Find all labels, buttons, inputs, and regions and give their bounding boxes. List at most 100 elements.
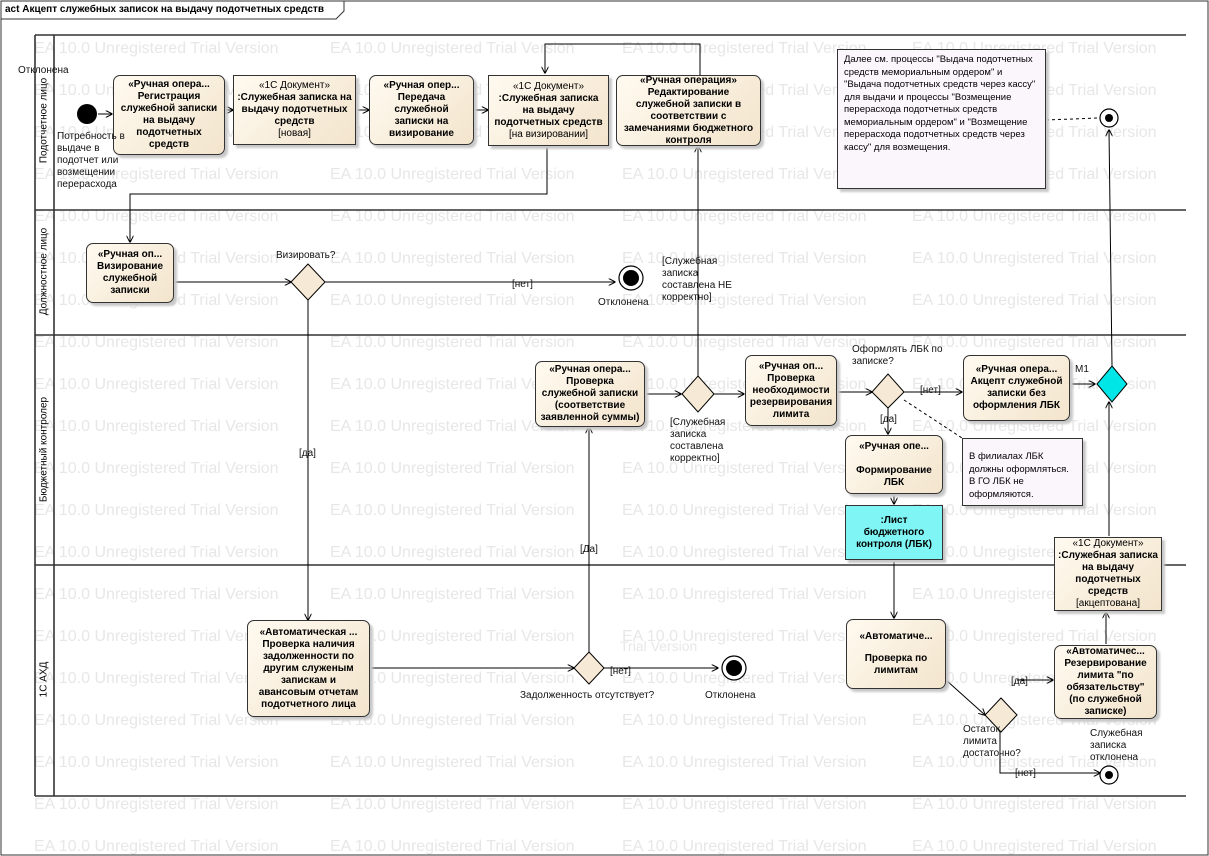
flow-merge-end (1109, 130, 1112, 367)
watermark-text: EA 10.0 Unregistered Trial Version (34, 40, 279, 57)
watermark-text: EA 10.0 Unregistered Trial Version (622, 670, 867, 687)
label-incorrect: [Служебная записка составлена НЕ коррект… (662, 256, 732, 303)
stereotype: «1С Документ» (1072, 538, 1144, 549)
watermark-text: EA 10.0 Unregistered Trial Version (330, 754, 575, 771)
watermark-text: EA 10.0 Unregistered Trial Version (912, 208, 1157, 225)
object-name: :Служебная записка на выдачу подотчетных… (494, 92, 603, 128)
object-doc-visa[interactable]: «1С Документ» :Служебная записка на выда… (488, 75, 609, 146)
frame-tab (1, 1, 345, 20)
decision-lbk (871, 373, 905, 409)
label-need: Потребность в выдаче в подотчет или возм… (57, 131, 125, 190)
watermark-text: EA 10.0 Unregistered Trial Version (912, 418, 1157, 435)
label-da-4: [да] (1011, 676, 1028, 687)
action-name: Формирование ЛБК (856, 464, 932, 488)
watermark-text: EA 10.0 Unregistered Trial Version (34, 796, 279, 813)
action-check-need[interactable]: «Ручная оп... Проверка необходимости рез… (745, 355, 837, 426)
object-name: :Лист бюджетного контроля (ЛБК) (856, 514, 932, 550)
watermark-text: EA 10.0 Unregistered Trial Version (330, 334, 575, 351)
action-name: Проверка служебной записки (соответствие… (540, 376, 640, 423)
action-accept[interactable]: «Ручная опера... Акцепт служебной записк… (963, 355, 1070, 421)
stereotype: «Ручная опера... (128, 79, 210, 90)
lane-title-1c: 1С АХД (38, 661, 50, 698)
watermark-text: EA 10.0 Unregistered Trial Version (330, 502, 575, 519)
action-visa[interactable]: «Ручная оп... Визирование служебной запи… (86, 243, 174, 303)
stereotype: «Ручная оп... (758, 360, 824, 372)
watermark-text: EA 10.0 Unregistered Trial Version (330, 250, 575, 267)
action-transfer[interactable]: «Ручная опер... Передача служебной запис… (369, 75, 474, 145)
object-state: [акцептована] (1076, 598, 1140, 609)
watermark-text: EA 10.0 Unregistered Trial Version (330, 208, 575, 225)
watermark-text: EA 10.0 Unregistered Trial Version (330, 40, 575, 57)
flow-dec5-reject (999, 732, 1100, 773)
watermark-text: EA 10.0 Unregistered Trial Version (912, 334, 1157, 351)
action-auto-debt[interactable]: «Автоматическая ... Проверка наличия зад… (247, 620, 370, 717)
object-name: :Служебная записка на выдачу подотчетных… (1058, 550, 1158, 597)
watermark-text: EA 10.0 Unregistered Trial Version (330, 376, 575, 393)
note-link-further (1045, 117, 1099, 121)
action-auto-reserve[interactable]: «Автоматичес... Резервирование лимита "п… (1054, 645, 1157, 719)
watermark-text: EA 10.0 Unregistered Trial Version (34, 208, 279, 225)
stereotype: «Ручная опе... (859, 440, 929, 452)
watermark-extra: Trial Version (620, 638, 698, 654)
watermark-text: EA 10.0 Unregistered Trial Version (330, 670, 575, 687)
label-rejected-end: Служебная записка отклонена (1090, 728, 1143, 763)
watermark-text: EA 10.0 Unregistered Trial Version (622, 628, 867, 645)
label-net-3: [нет] (610, 666, 631, 677)
stereotype: «1С Документ» (512, 80, 585, 92)
watermark-text: EA 10.0 Unregistered Trial Version (330, 628, 575, 645)
watermark-text: EA 10.0 Unregistered Trial Version (34, 418, 279, 435)
watermark-text: EA 10.0 Unregistered Trial Version (330, 544, 575, 561)
watermark-text: EA 10.0 Unregistered Trial Version (622, 544, 867, 561)
action-edit[interactable]: «Ручная операция» Редактирование служебн… (616, 75, 761, 146)
stereotype: «Ручная операция» (640, 75, 737, 86)
object-state: [новая] (278, 128, 311, 139)
label-da-1: [да] (880, 414, 897, 425)
flow-edit-docvis (545, 43, 701, 75)
watermark-text: EA 10.0 Unregistered Trial Version (34, 670, 279, 687)
action-name: Регистрация служебной записки на выдачу … (120, 91, 218, 150)
watermark-text: EA 10.0 Unregistered Trial Version (330, 838, 575, 855)
stereotype: «Автоматичес... (1066, 646, 1145, 657)
action-check-note[interactable]: «Ручная опера... Проверка служебной запи… (535, 361, 645, 427)
object-doc-new[interactable]: «1С Документ» :Служебная записка на выда… (233, 75, 356, 145)
lane-title-podotchet: Подотчетное лицо (38, 77, 50, 164)
decision-correct (681, 375, 715, 413)
label-oformlyat: Оформлять ЛБК по записке? (852, 344, 943, 367)
action-form-lbk[interactable]: «Ручная опе... Формирование ЛБК (845, 435, 943, 494)
swimlanes (34, 34, 1186, 797)
flow-final-bottom (1099, 765, 1119, 785)
label-net-4: [нет] (1015, 768, 1036, 779)
watermark-text: EA 10.0 Unregistered Trial Version (622, 250, 867, 267)
watermark-text: EA 10.0 Unregistered Trial Version (912, 292, 1157, 309)
watermark-text: EA 10.0 Unregistered Trial Version (912, 754, 1157, 771)
watermark-text: EA 10.0 Unregistered Trial Version (34, 838, 279, 855)
watermark-text: EA 10.0 Unregistered Trial Version (34, 334, 279, 351)
watermark-text: EA 10.0 Unregistered Trial Version (34, 712, 279, 729)
label-net-1: [нет] (512, 279, 533, 290)
watermark-text: EA 10.0 Unregistered Trial Version (622, 754, 867, 771)
action-auto-limit[interactable]: «Автоматиче... Проверка по лимитам (846, 619, 946, 689)
action-name: Передача служебной записки на визировани… (389, 92, 454, 139)
object-state: [на визировании] (508, 128, 589, 140)
watermark-text: EA 10.0 Unregistered Trial Version (622, 796, 867, 813)
action-name: Визирование служебной записки (96, 261, 164, 296)
object-lbk[interactable]: :Лист бюджетного контроля (ЛБК) (845, 505, 943, 560)
object-name: :Служебная записка на выдачу подотчетных… (237, 92, 352, 127)
stereotype: «1С Документ» (258, 80, 331, 91)
watermark-text: EA 10.0 Unregistered Trial Version (34, 502, 279, 519)
watermark-text: EA 10.0 Unregistered Trial Version (34, 628, 279, 645)
action-name: Резервирование лимита "по обязательству"… (1064, 658, 1147, 717)
action-registration[interactable]: «Ручная опера... Регистрация служебной з… (113, 75, 225, 155)
flow-final-top (1099, 108, 1119, 128)
lane-title-budget: Бюджетный контролер (38, 396, 50, 503)
watermark-text: EA 10.0 Unregistered Trial Version (912, 796, 1157, 813)
watermark-text: EA 10.0 Unregistered Trial Version (34, 544, 279, 561)
object-doc-accepted[interactable]: «1С Документ» :Служебная записка на выда… (1054, 537, 1162, 611)
watermark-text: EA 10.0 Unregistered Trial Version (34, 754, 279, 771)
watermark-text: EA 10.0 Unregistered Trial Version (912, 628, 1157, 645)
action-name: Редактирование служебной записки в соотв… (623, 86, 754, 146)
watermark-text: EA 10.0 Unregistered Trial Version (622, 166, 867, 183)
flow-docvis-visa (130, 146, 548, 242)
